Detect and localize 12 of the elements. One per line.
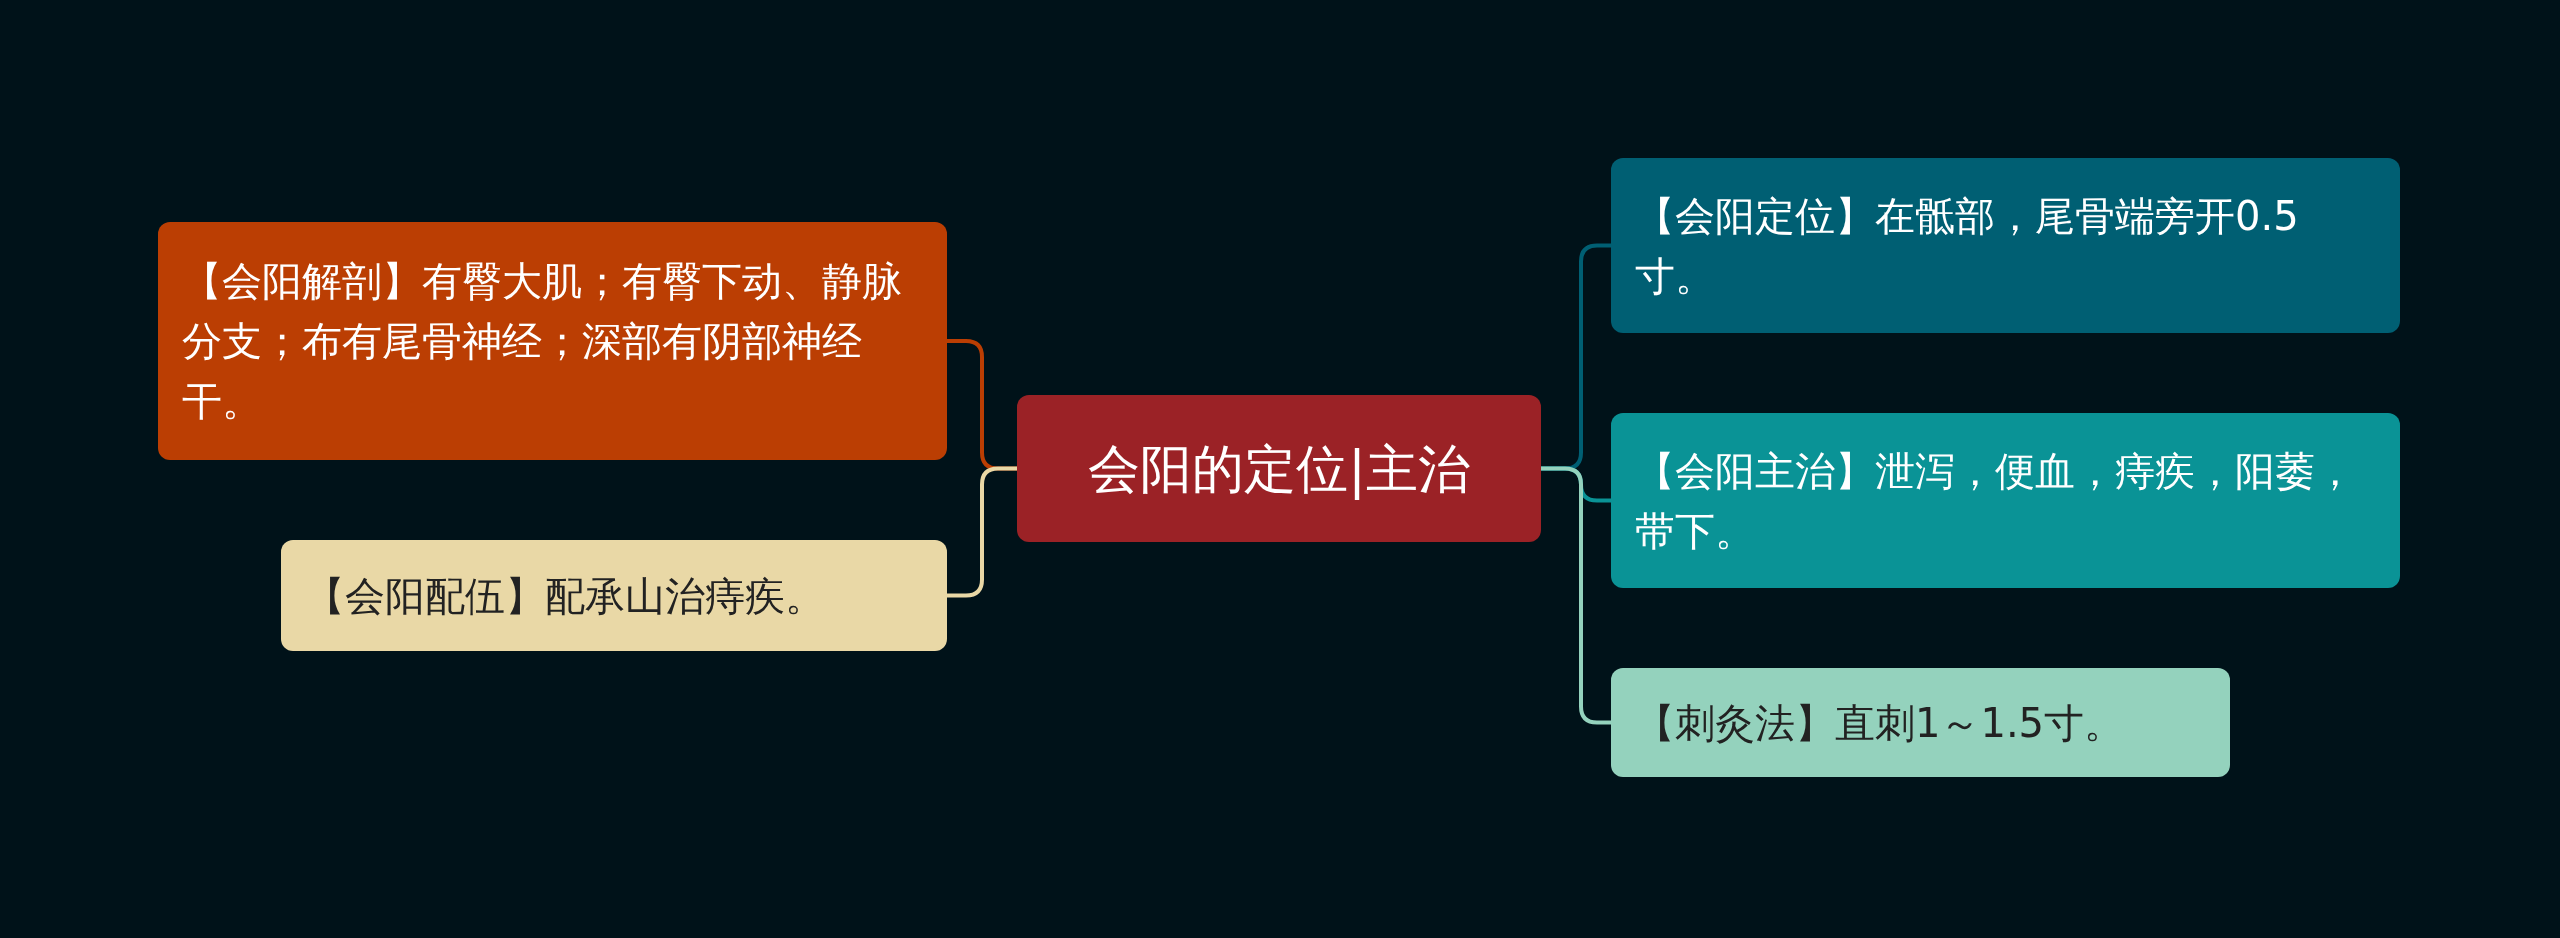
- topic-text: 【会阳定位】在骶部，尾骨端旁开0.5寸。: [1635, 191, 2300, 301]
- topic-text: 会阳的定位|主治: [1088, 438, 1470, 499]
- central-topic-box: [1017, 395, 1541, 542]
- topic-box: [1611, 668, 2230, 777]
- topic-box: [1611, 413, 2400, 588]
- topic-text: 【会阳配伍】配承山治痔疾。: [305, 571, 825, 621]
- topic-text: 【会阳解剖】有臀大肌；有臀下动、静脉分支；布有尾骨神经；深部有阴部神经干。: [182, 257, 903, 426]
- topic-box: [281, 540, 947, 651]
- topic-box: [158, 222, 947, 460]
- topic-box: [1611, 158, 2400, 333]
- topic-text: 【会阳主治】泄泻，便血，痔疾，阳萎，带下。: [1635, 446, 2356, 556]
- topic-text: 【刺灸法】直刺1～1.5寸。: [1635, 698, 2125, 748]
